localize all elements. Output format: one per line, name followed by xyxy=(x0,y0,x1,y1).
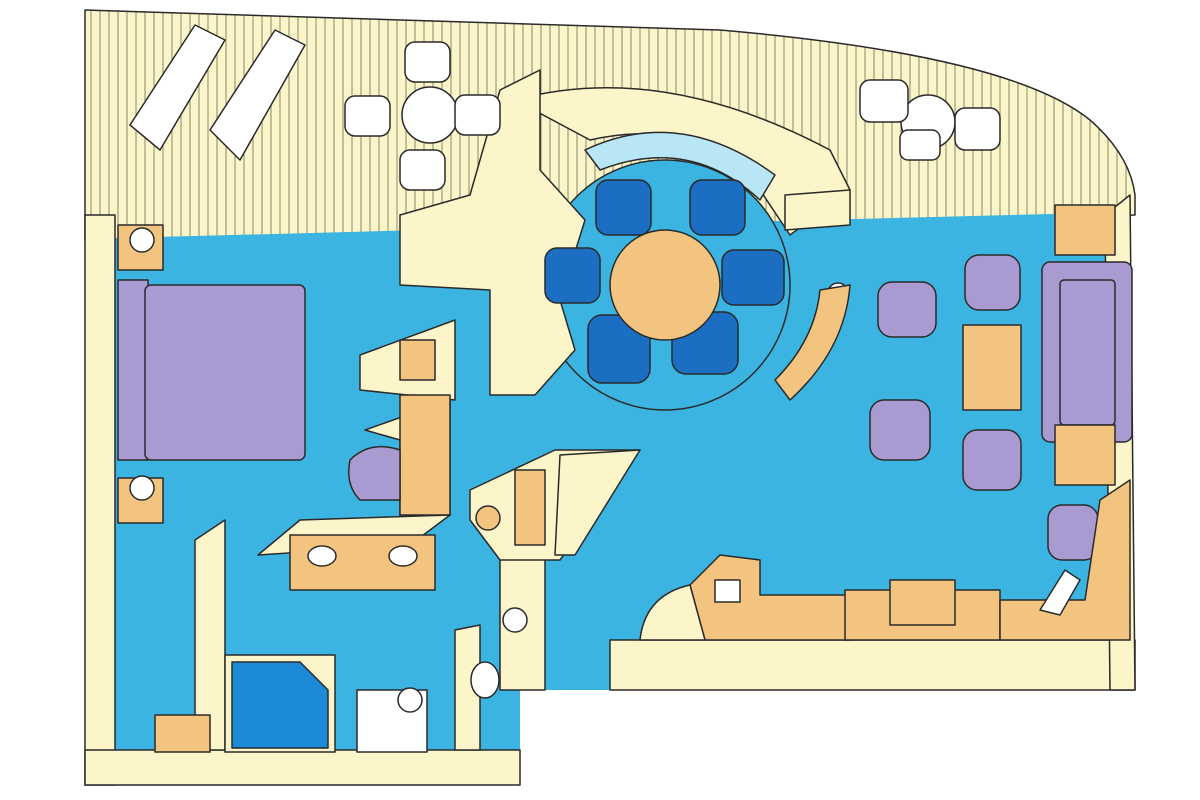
bed-icon xyxy=(117,279,306,461)
console-table xyxy=(774,284,851,401)
sink-icon xyxy=(307,545,337,567)
armchair-icon xyxy=(869,254,1099,561)
sink-icon xyxy=(388,545,418,567)
coffee-table xyxy=(962,324,1022,411)
desk-icon xyxy=(639,479,1131,641)
shower xyxy=(356,687,428,753)
deck-table-right xyxy=(859,79,1001,161)
dining-table-icon xyxy=(544,179,785,384)
kitchenette xyxy=(554,449,641,556)
bathtub-icon xyxy=(224,654,336,753)
tv-icon xyxy=(1039,569,1081,616)
nightstand-lounge xyxy=(1054,204,1116,486)
armchair-icon xyxy=(348,445,401,501)
lounge-chair-icon xyxy=(129,24,306,161)
sofa-icon xyxy=(1041,261,1133,443)
bath-stool xyxy=(154,714,211,753)
toilet-icon xyxy=(470,607,528,699)
cabinet xyxy=(514,469,546,546)
side-table xyxy=(475,505,501,531)
deck-table-left xyxy=(344,41,501,191)
bathroom-vanity xyxy=(257,514,451,591)
